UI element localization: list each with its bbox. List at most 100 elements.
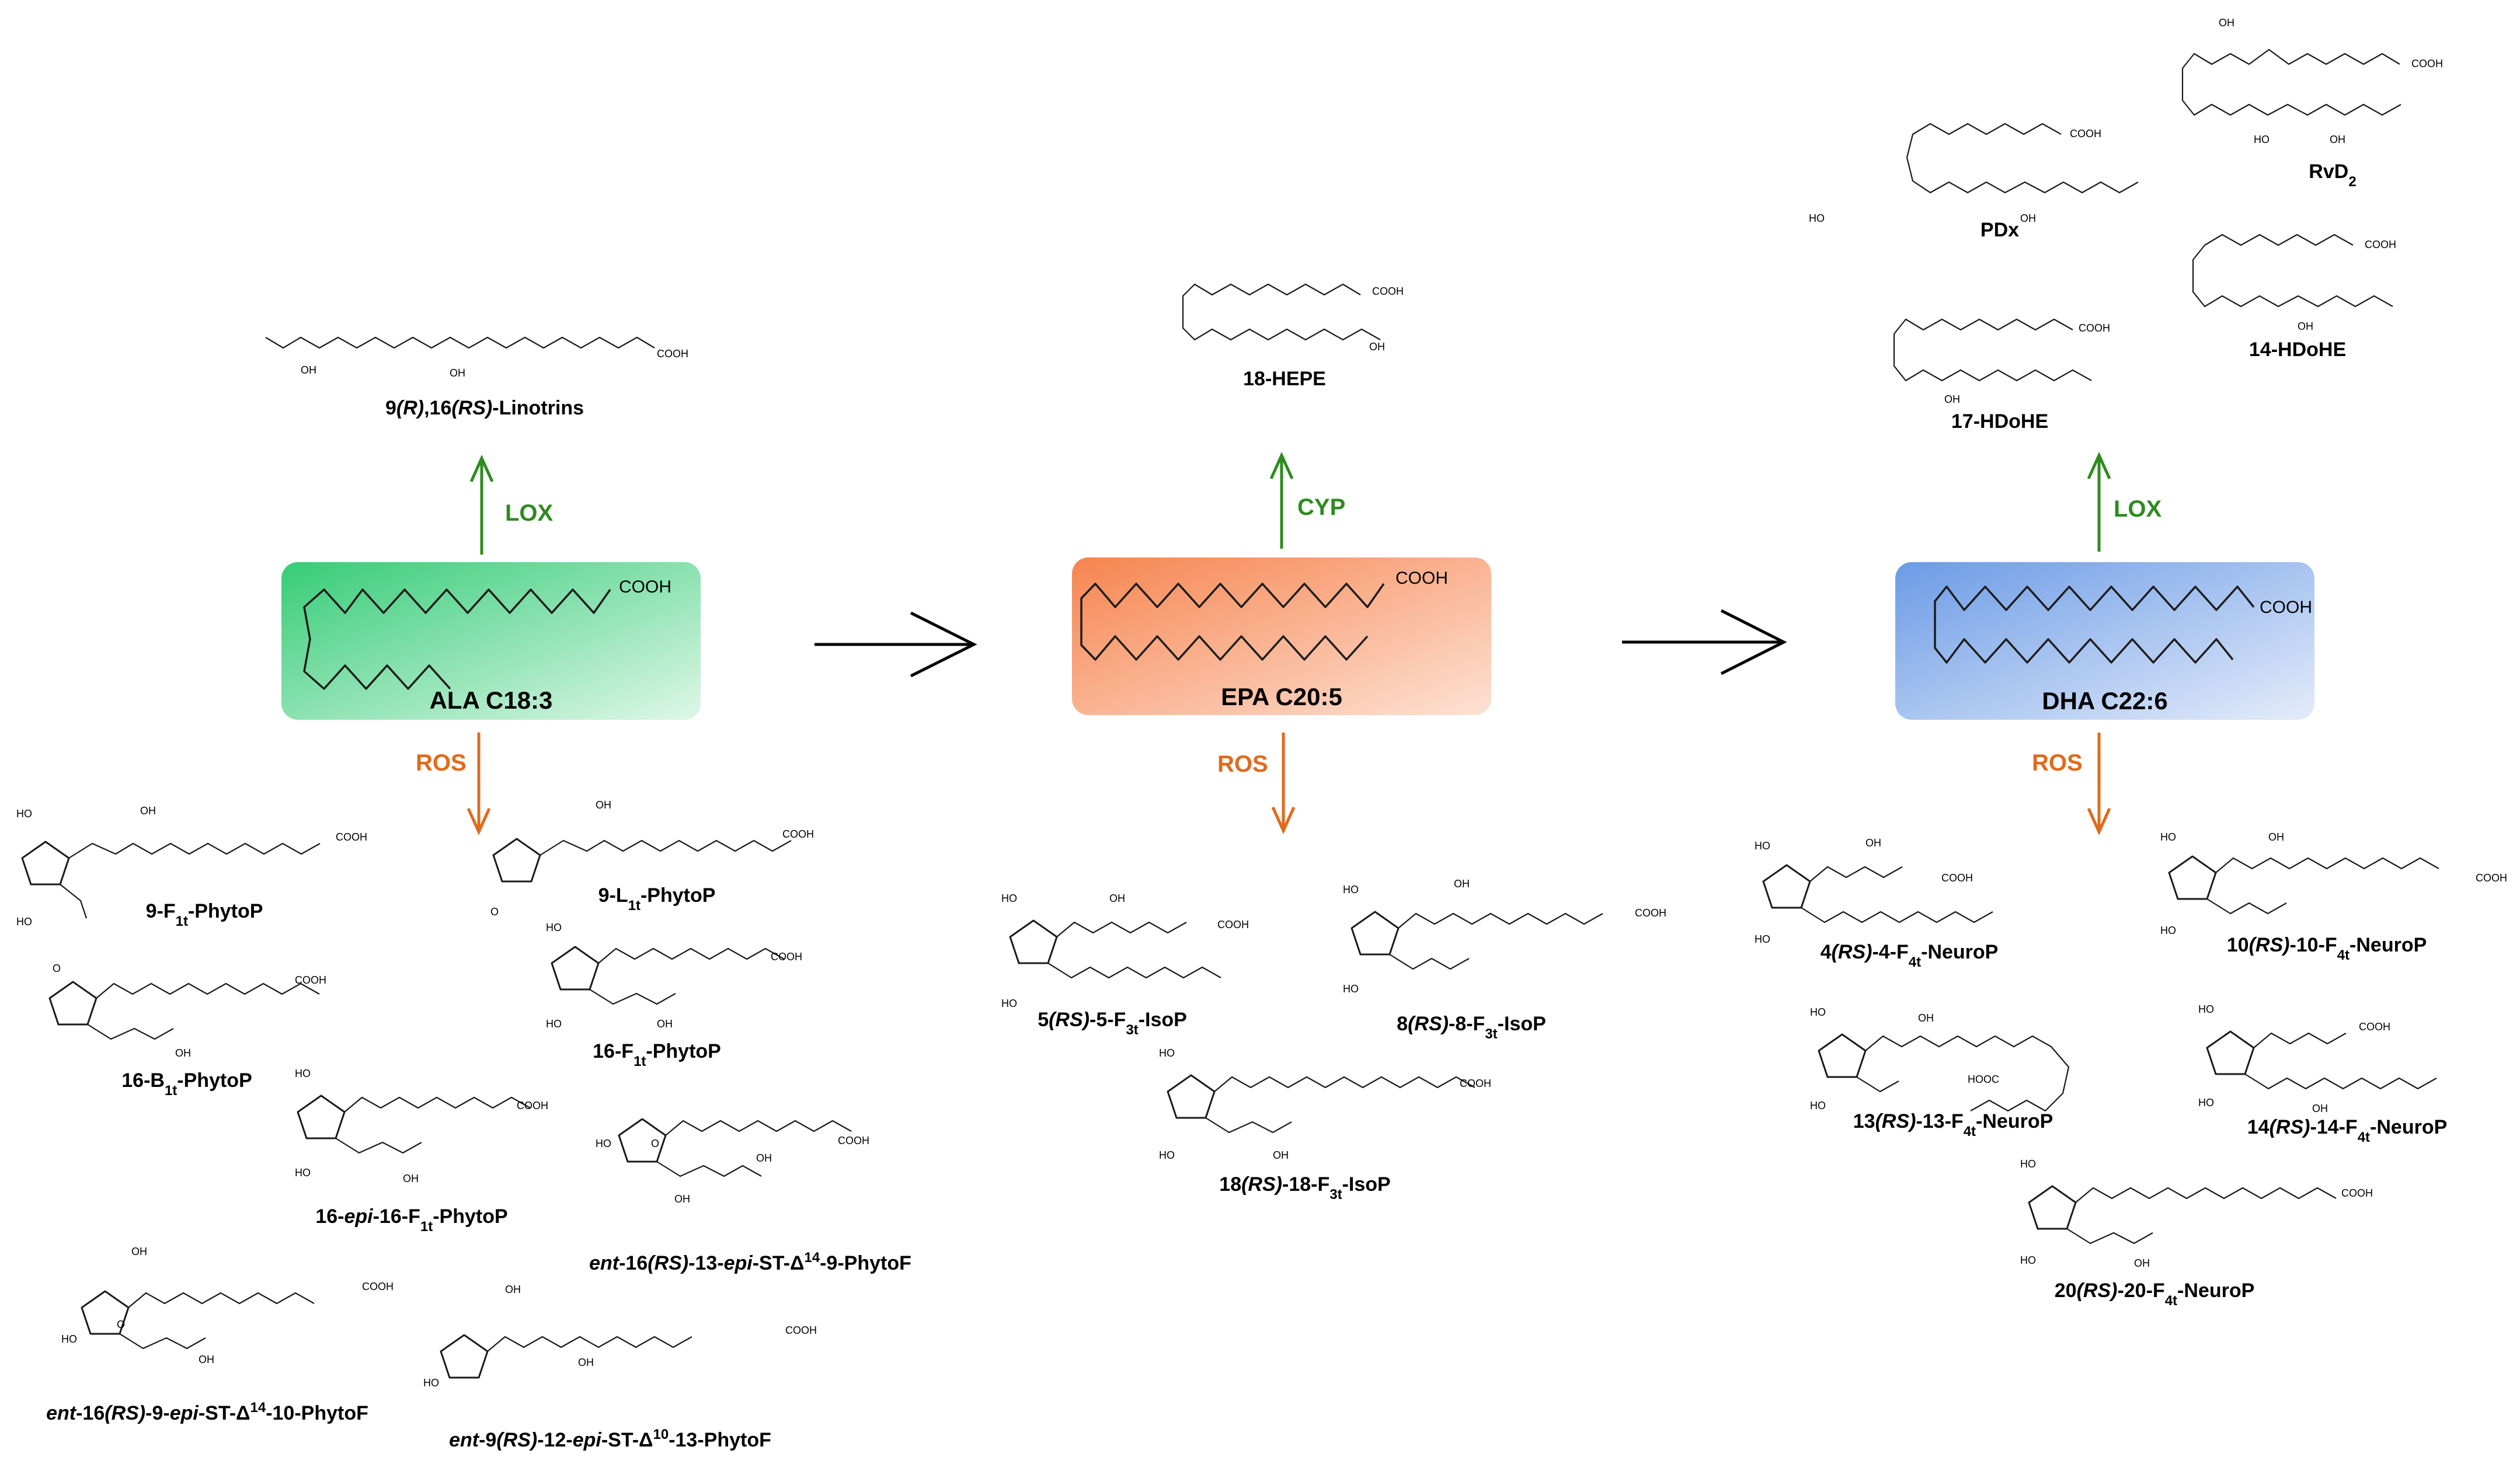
ros-label-epa: ROS bbox=[1217, 751, 1268, 777]
rvd2-structure: OH COOH HO OH bbox=[2181, 17, 2443, 145]
isop-18-structure: HO HO OH COOH bbox=[1159, 1047, 1491, 1161]
neurop-4-label: 4(RS)-4-F4t-NeuroP bbox=[1821, 941, 1999, 970]
ho-text: HO bbox=[2198, 1097, 2214, 1109]
cooh-text: COOH bbox=[336, 831, 367, 843]
dha-box: COOH DHA C22:6 bbox=[1895, 562, 2314, 720]
cooh-text: COOH bbox=[1217, 919, 1249, 930]
linotrins-label: 9(R),16(RS)-Linotrins bbox=[385, 397, 584, 419]
hepe-structure: COOH OH bbox=[1182, 283, 1404, 353]
oh-text: OH bbox=[175, 1047, 191, 1059]
cooh-text: COOH bbox=[782, 828, 814, 840]
ho-text: HO bbox=[61, 1333, 77, 1345]
phytof-12-structure: OH HO COOH OH bbox=[423, 1284, 817, 1389]
phytof-10-label: ent-16(RS)-9-epi-ST-Δ14-10-PhytoF bbox=[46, 1400, 368, 1425]
l1t-9-phytop-structure: OH COOH O bbox=[490, 799, 814, 918]
cooh-text: COOH bbox=[657, 348, 688, 360]
oh-text: OH bbox=[131, 1246, 147, 1257]
isop-8-label: 8(RS)-8-F3t-IsoP bbox=[1397, 1013, 1546, 1042]
cooh-text: COOH bbox=[295, 974, 326, 986]
oh-text: OH bbox=[756, 1152, 772, 1164]
hdohe-17-label: 17-HDoHE bbox=[1951, 410, 2048, 433]
hdohe-17-structure: COOH OH bbox=[1893, 318, 2110, 405]
isop-5-label: 5(RS)-5-F3t-IsoP bbox=[1038, 1009, 1187, 1038]
b1t-16-phytop-label: 16-B1t-PhytoP bbox=[121, 1069, 252, 1099]
f1t-16-phytop-structure: HO HO COOH OH bbox=[546, 922, 802, 1030]
ho-text: HO bbox=[546, 922, 562, 933]
oh-text: OH bbox=[2219, 17, 2234, 29]
neurop-13-label: 13(RS)-13-F4t-NeuroP bbox=[1853, 1110, 2053, 1139]
arrow-epa-ros: ROS bbox=[1217, 733, 1296, 835]
ho-text: HO bbox=[546, 1018, 562, 1030]
ho-text: HO bbox=[1755, 840, 1770, 852]
o-text: O bbox=[117, 1319, 125, 1330]
o-text: O bbox=[490, 906, 499, 918]
cooh-text: COOH bbox=[2070, 128, 2101, 140]
neurop-20-label: 20(RS)-20-F4t-NeuroP bbox=[2055, 1280, 2255, 1309]
ho-text: HO bbox=[1159, 1047, 1175, 1059]
oh-text: OH bbox=[2330, 134, 2345, 145]
ho-text: HO bbox=[295, 1167, 311, 1179]
ros-label-ala: ROS bbox=[416, 750, 467, 776]
arrow-dha-lox: LOX bbox=[2087, 451, 2162, 552]
o-text: O bbox=[53, 963, 61, 974]
oh-text: OH bbox=[1273, 1149, 1289, 1161]
isop-5-structure: HO HO OH COOH bbox=[1001, 893, 1249, 1009]
ho-text: HO bbox=[1001, 998, 1017, 1009]
cooh-text: COOH bbox=[838, 1135, 869, 1146]
rvd2-label: RvD2 bbox=[2309, 161, 2356, 190]
ala-chain-structure bbox=[303, 588, 611, 690]
ala-cooh: COOH bbox=[619, 577, 671, 597]
ros-label-dha: ROS bbox=[2032, 750, 2083, 776]
oh-text: OH bbox=[1918, 1012, 1934, 1024]
cooh-text: COOH bbox=[2079, 322, 2110, 334]
ho-text: HO bbox=[1755, 933, 1770, 945]
epa-label: EPA C20:5 bbox=[1221, 683, 1342, 710]
epa-cooh: COOH bbox=[1395, 569, 1448, 588]
dha-chain-structure bbox=[1934, 585, 2255, 664]
epi-f1t-16-phytop-structure: HO HO COOH OH bbox=[295, 1068, 548, 1184]
ho-text: HO bbox=[16, 916, 32, 928]
oh-text: OH bbox=[403, 1173, 419, 1184]
ho-text: HO bbox=[1343, 884, 1359, 895]
f1t-16-phytop-label: 16-F1t-PhytoP bbox=[593, 1040, 721, 1069]
ho-text: HO bbox=[423, 1377, 439, 1389]
ho-text: HO bbox=[1810, 1006, 1826, 1018]
oh-text: OH bbox=[674, 1193, 690, 1205]
lox-label-ala: LOX bbox=[505, 500, 554, 526]
epi-f1t-16-phytop-label: 16-epi-16-F1t-PhytoP bbox=[315, 1205, 507, 1235]
oh-text: OH bbox=[2134, 1257, 2150, 1269]
oh-text: OH bbox=[578, 1357, 594, 1368]
cooh-text: COOH bbox=[1460, 1078, 1491, 1089]
epa-chain-structure bbox=[1080, 583, 1385, 661]
oh-text: OH bbox=[1369, 341, 1385, 353]
f1t-9-phytop-structure: OH COOH HO HO bbox=[16, 805, 367, 928]
pdx-label: PDx bbox=[1981, 219, 2019, 241]
o-text: O bbox=[651, 1138, 659, 1149]
oh-text: OH bbox=[301, 364, 316, 376]
oh-text: OH bbox=[1865, 837, 1881, 849]
phytof-13-label: ent-16(RS)-13-epi-ST-Δ14-9-PhytoF bbox=[589, 1250, 911, 1275]
neurop-20-structure: HO HO OH COOH bbox=[2020, 1158, 2373, 1269]
dha-cooh: COOH bbox=[2260, 598, 2312, 617]
flow-arrow-epa-to-dha bbox=[1622, 609, 1787, 675]
oh-text: OH bbox=[199, 1354, 214, 1365]
cooh-text: COOH bbox=[517, 1100, 548, 1111]
ala-box: COOH ALA C18:3 bbox=[281, 562, 701, 720]
oh-text: OH bbox=[2312, 1103, 2328, 1114]
neurop-10-structure: HO HO OH COOH bbox=[2160, 831, 2507, 936]
oh-text: OH bbox=[657, 1018, 673, 1030]
neurop-4-structure: HO HO OH COOH bbox=[1755, 837, 1993, 945]
cooh-text: COOH bbox=[1635, 907, 1666, 919]
oh-text: OH bbox=[450, 367, 465, 379]
pdx-structure: COOH HO OH bbox=[1809, 123, 2139, 224]
ho-text: HO bbox=[1343, 983, 1359, 995]
arrow-dha-ros: ROS bbox=[2032, 733, 2111, 836]
ho-text: HO bbox=[596, 1138, 611, 1149]
cooh-text: COOH bbox=[771, 951, 802, 963]
cooh-text: COOH bbox=[2411, 58, 2443, 69]
ho-text: HO bbox=[1159, 1149, 1175, 1161]
ho-text: HO bbox=[2198, 1003, 2214, 1015]
hdohe-14-label: 14-HDoHE bbox=[2249, 339, 2346, 361]
ho-text: HO bbox=[16, 808, 32, 820]
